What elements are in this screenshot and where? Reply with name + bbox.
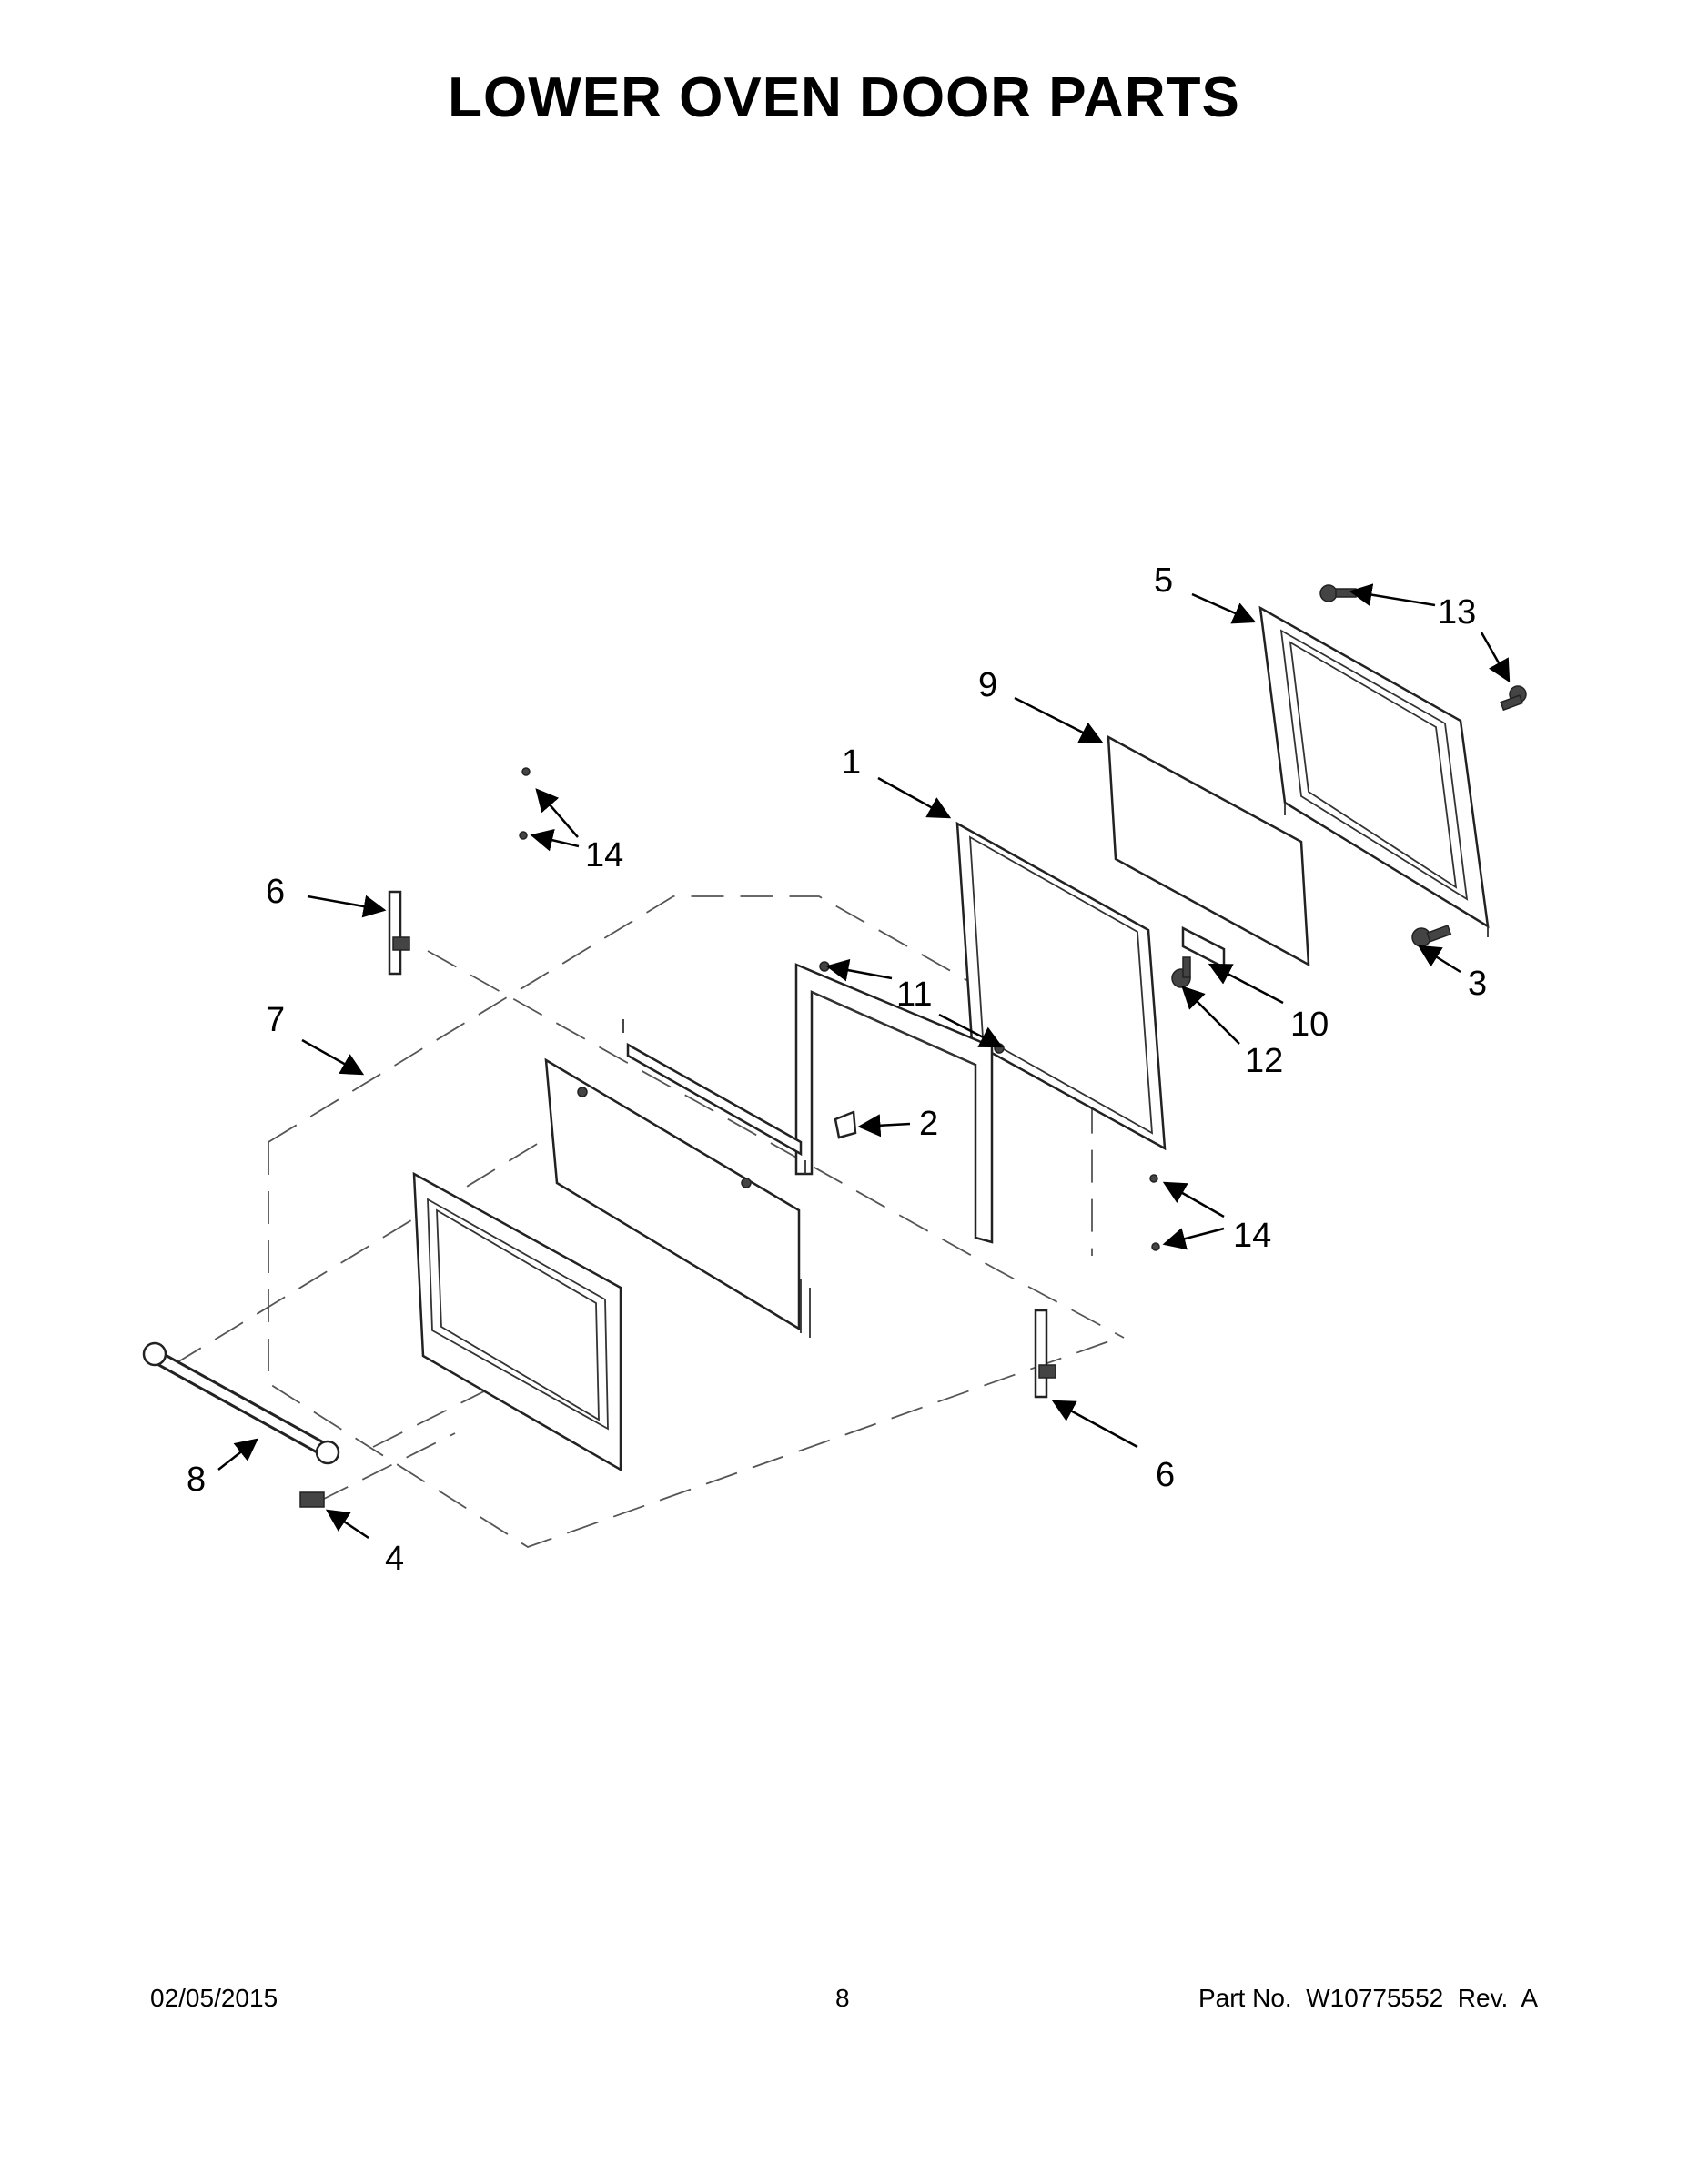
screw-part <box>1171 956 1191 988</box>
callout-6-left: 6 <box>266 873 285 911</box>
page-title: LOWER OVEN DOOR PARTS <box>448 66 1240 129</box>
door-back-frame-part <box>1258 605 1490 937</box>
hinge-part-right <box>1034 1309 1056 1399</box>
footer-part-number: Part No. W10775552 Rev. A <box>1198 1984 1538 2012</box>
callout-14-upper: 14 <box>585 836 623 875</box>
callout-13: 13 <box>1438 593 1476 632</box>
callout-7: 7 <box>266 1001 285 1039</box>
callout-5: 5 <box>1154 561 1173 600</box>
callout-10: 10 <box>1290 1006 1329 1044</box>
footer-page-number: 8 <box>835 1984 850 2012</box>
callout-1: 1 <box>842 743 861 782</box>
glass-panel-part <box>1107 734 1310 967</box>
callout-11: 11 <box>896 976 932 1014</box>
assembly-outline <box>172 895 1125 1548</box>
footer-date: 02/05/2015 <box>150 1984 278 2012</box>
callout-8: 8 <box>187 1461 206 1499</box>
callout-2: 2 <box>919 1105 938 1143</box>
hinge-part-left <box>388 890 410 976</box>
callout-6-right: 6 <box>1156 1456 1175 1494</box>
clip-part <box>834 1110 857 1139</box>
callout-3: 3 <box>1468 965 1487 1003</box>
screw-part-3 <box>1411 925 1452 947</box>
clip-part-14 <box>519 767 1160 1251</box>
leader-arrows <box>217 583 1511 1540</box>
door-handle-part <box>142 1341 340 1465</box>
callout-12: 12 <box>1245 1042 1283 1080</box>
inner-door-frame-part <box>955 821 1167 1151</box>
outer-door-panel-part <box>412 1171 622 1472</box>
callout-14-lower: 14 <box>1233 1217 1271 1255</box>
callout-9: 9 <box>978 666 997 704</box>
callout-4: 4 <box>385 1540 404 1578</box>
badge-part <box>299 1491 325 1508</box>
trim-strip-part <box>622 1019 811 1338</box>
inner-glass-part <box>544 1057 801 1331</box>
